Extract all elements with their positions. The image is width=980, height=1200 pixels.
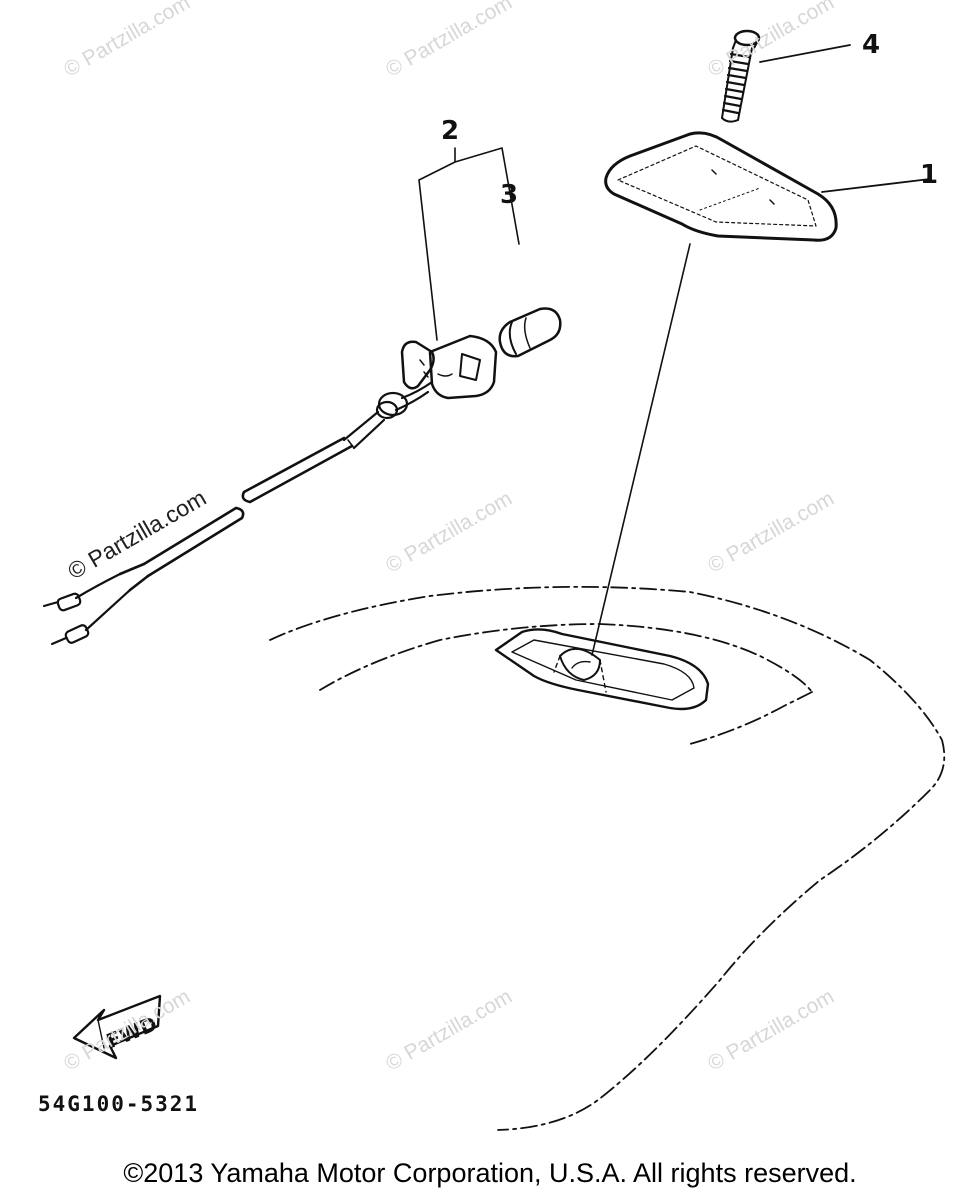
- callout-3: 3: [500, 180, 519, 210]
- seat-outline: [269, 585, 946, 1131]
- leader-line-4: [759, 44, 851, 63]
- bulb-part-3: [498, 307, 562, 358]
- bracket-2-3: [418, 147, 520, 341]
- diagram-part-code: 54G100-5321: [38, 1092, 200, 1116]
- callout-4: 4: [862, 30, 881, 60]
- mount-recess: [494, 628, 710, 711]
- fwd-arrow-icon: [72, 994, 162, 1060]
- harness-upper: [241, 380, 434, 504]
- harness-lower: [118, 506, 245, 592]
- copyright-notice: ©2013 Yamaha Motor Corporation, U.S.A. A…: [123, 1158, 857, 1188]
- lens-part-1: [604, 131, 838, 242]
- socket-part-2: [400, 334, 498, 400]
- wire-connectors: [42, 572, 132, 646]
- leader-line-1: [821, 178, 931, 193]
- callout-2: 2: [441, 116, 460, 146]
- screw-part-4: [721, 29, 761, 123]
- assembly-line: [591, 243, 691, 656]
- callout-1: 1: [920, 160, 939, 190]
